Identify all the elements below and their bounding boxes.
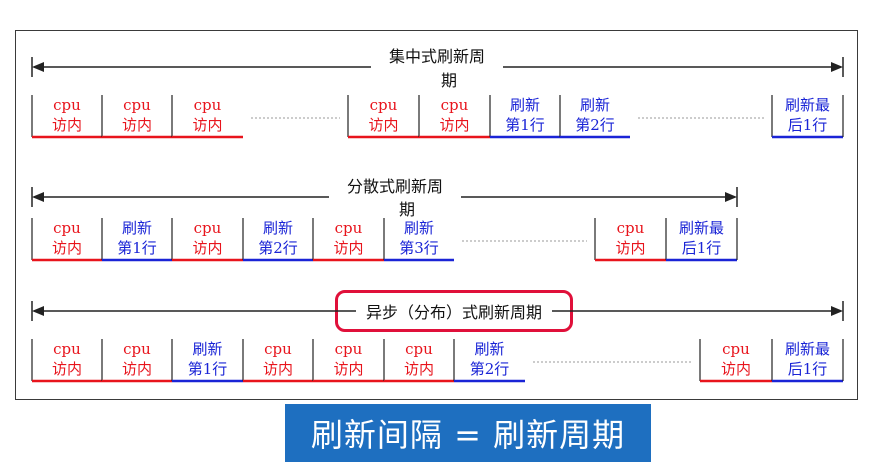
refresh-row-label: 刷新	[404, 219, 434, 237]
refresh-row-label: 刷新	[192, 340, 222, 358]
cpu-access-label: cpu	[123, 340, 151, 358]
arrow-left-head	[32, 192, 44, 202]
refresh-row-label: 刷新	[263, 219, 293, 237]
diagram-frame	[15, 30, 858, 400]
cpu-access-label: 访内	[263, 360, 293, 378]
cpu-access-label: cpu	[194, 96, 222, 114]
cpu-access-label: cpu	[53, 219, 81, 237]
cpu-access-label: cpu	[53, 96, 81, 114]
refresh-row-label: 第2行	[470, 360, 510, 378]
refresh-row-label: 第1行	[117, 239, 157, 257]
arrow-right-head	[831, 62, 843, 72]
cpu-access-label: cpu	[53, 340, 81, 358]
cpu-access-label: cpu	[370, 96, 398, 114]
refresh-row-label: 刷新最	[785, 96, 830, 114]
cpu-access-label: cpu	[123, 96, 151, 114]
formula-banner: 刷新间隔 = 刷新周期	[285, 404, 651, 462]
arrow-left-head	[32, 62, 44, 72]
refresh-row-label: 第2行	[575, 116, 615, 134]
cpu-access-label: 访内	[192, 116, 222, 134]
arrow-left-head	[32, 306, 44, 316]
cpu-access-label: cpu	[194, 219, 222, 237]
refresh-row-label: 第3行	[399, 239, 439, 257]
period-title: 集中式刷新周期	[389, 47, 485, 90]
cpu-access-label: cpu	[722, 340, 750, 358]
cpu-access-label: 访内	[333, 360, 363, 378]
cpu-access-label: 访内	[122, 360, 152, 378]
cpu-access-label: 访内	[333, 239, 363, 257]
period-title: 异步（分布）式刷新周期	[366, 303, 542, 322]
cpu-access-label: 访内	[439, 116, 469, 134]
refresh-row-label: 刷新最	[679, 219, 724, 237]
refresh-row-label: 第2行	[258, 239, 298, 257]
arrow-right-head	[831, 306, 843, 316]
cpu-access-label: cpu	[441, 96, 469, 114]
refresh-row-label: 刷新	[122, 219, 152, 237]
refresh-row-label: 刷新	[580, 96, 610, 114]
cpu-access-label: 访内	[404, 360, 434, 378]
arrow-right-head	[725, 192, 737, 202]
cpu-access-label: 访内	[52, 239, 82, 257]
refresh-row-label: 第1行	[505, 116, 545, 134]
cpu-access-label: cpu	[264, 340, 292, 358]
cpu-access-label: cpu	[405, 340, 433, 358]
cpu-access-label: cpu	[335, 340, 363, 358]
period-title: 分散式刷新周期	[347, 177, 443, 219]
refresh-row-label: 后1行	[788, 116, 828, 134]
cpu-access-label: cpu	[617, 219, 645, 237]
cpu-access-label: 访内	[368, 116, 398, 134]
cpu-access-label: 访内	[52, 360, 82, 378]
refresh-row-label: 刷新	[510, 96, 540, 114]
refresh-row-label: 刷新	[474, 340, 504, 358]
refresh-row-label: 后1行	[788, 360, 828, 378]
refresh-row-label: 后1行	[682, 239, 722, 257]
cpu-access-label: 访内	[192, 239, 222, 257]
cpu-access-label: 访内	[615, 239, 645, 257]
cpu-access-label: 访内	[721, 360, 751, 378]
cpu-access-label: 访内	[122, 116, 152, 134]
cpu-access-label: 访内	[52, 116, 82, 134]
refresh-row-label: 刷新最	[785, 340, 830, 358]
cpu-access-label: cpu	[335, 219, 363, 237]
refresh-row-label: 第1行	[188, 360, 228, 378]
